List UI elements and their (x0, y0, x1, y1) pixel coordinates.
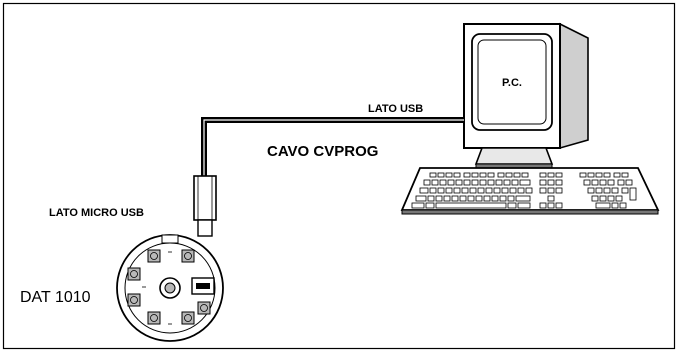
cvprog-cable (201, 117, 464, 178)
usb-plug-icon (193, 175, 217, 237)
pc-label: P.C. (502, 77, 522, 89)
cable-label: CAVO CVPROG (267, 143, 378, 160)
monitor-icon (463, 22, 589, 169)
computer-icon (400, 22, 660, 215)
transmitter-device-icon (116, 234, 224, 342)
micro-usb-side-label: LATO MICRO USB (49, 207, 144, 219)
device-label: DAT 1010 (20, 289, 91, 306)
usb-side-label: LATO USB (368, 103, 423, 115)
keyboard-icon (400, 167, 660, 215)
